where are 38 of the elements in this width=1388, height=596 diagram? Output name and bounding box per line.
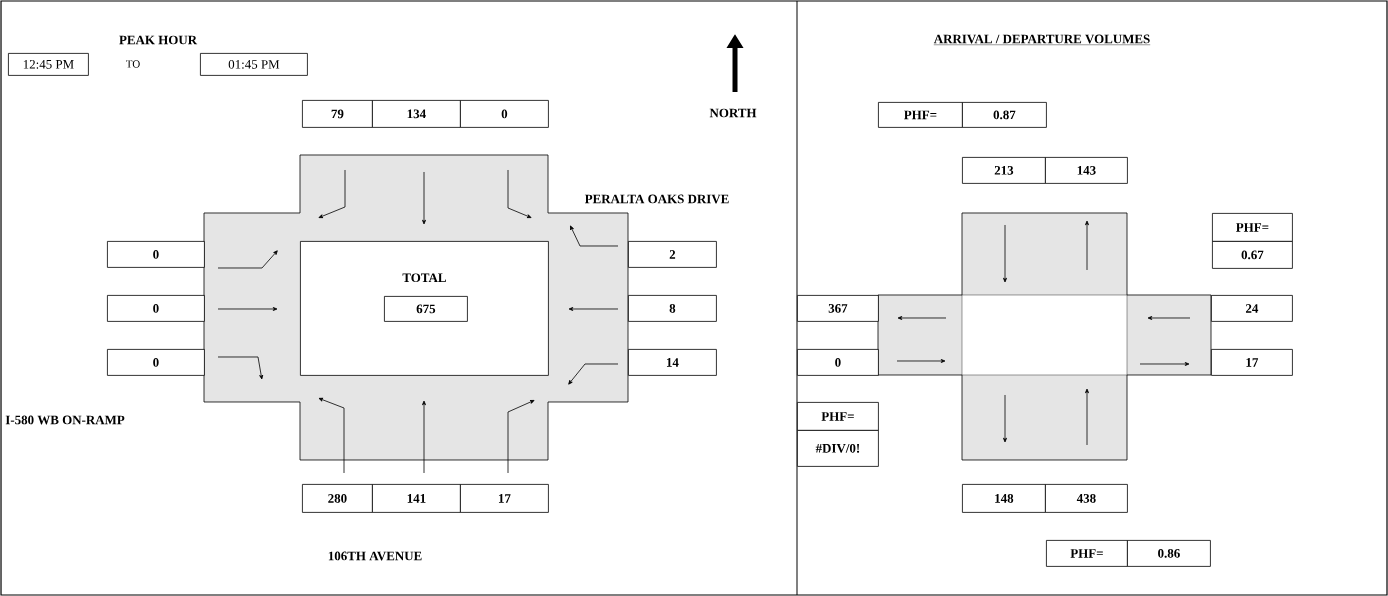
- volume-box: 143: [1045, 157, 1128, 184]
- volume-box: PHF=: [1046, 540, 1128, 567]
- volume-box: 134: [372, 100, 461, 128]
- time-separator-label: TO: [126, 60, 140, 68]
- volume-box: 12:45 PM: [8, 53, 89, 76]
- volume-box: PHF=: [878, 102, 963, 128]
- volume-box: 141: [372, 484, 461, 513]
- volume-box: 17: [460, 484, 549, 513]
- north-label: PEAK HOUR: [119, 35, 198, 45]
- volume-box: 0.67: [1212, 241, 1293, 269]
- volume-box: 8: [628, 295, 717, 322]
- volume-box: 213: [962, 157, 1046, 184]
- volume-box: 0: [460, 100, 549, 128]
- volume-box: 148: [962, 484, 1046, 513]
- volume-box: 0: [107, 295, 205, 322]
- volume-box: 79: [302, 100, 373, 128]
- panel-heading: ARRIVAL / DEPARTURE VOLUMES: [933, 34, 1151, 45]
- volume-box: PHF=: [1212, 213, 1293, 242]
- volume-box: 0.87: [962, 102, 1047, 128]
- street-name: I-580 WB ON-RAMP: [5, 415, 125, 425]
- volume-box: 17: [1211, 349, 1293, 376]
- volume-box: 24: [1211, 295, 1293, 322]
- volume-box: 01:45 PM: [200, 53, 308, 76]
- street-name: PERALTA OAKS DRIVE: [584, 194, 729, 204]
- volume-box: 0.86: [1127, 540, 1211, 567]
- volume-box: 0: [107, 349, 205, 376]
- compass-label: NORTH: [709, 108, 757, 118]
- volume-box: 675: [384, 296, 468, 322]
- volume-box: PHF=: [797, 402, 879, 431]
- volume-box: 280: [302, 484, 373, 513]
- street-name: 106TH AVENUE: [328, 551, 422, 561]
- volume-box: 367: [797, 295, 879, 322]
- volume-box: 14: [628, 349, 717, 376]
- volume-box: #DIV/0!: [797, 430, 879, 467]
- volume-box: 2: [628, 241, 717, 268]
- volume-box: 0: [797, 349, 879, 376]
- volume-box: 438: [1045, 484, 1128, 513]
- volume-box: 0: [107, 241, 205, 268]
